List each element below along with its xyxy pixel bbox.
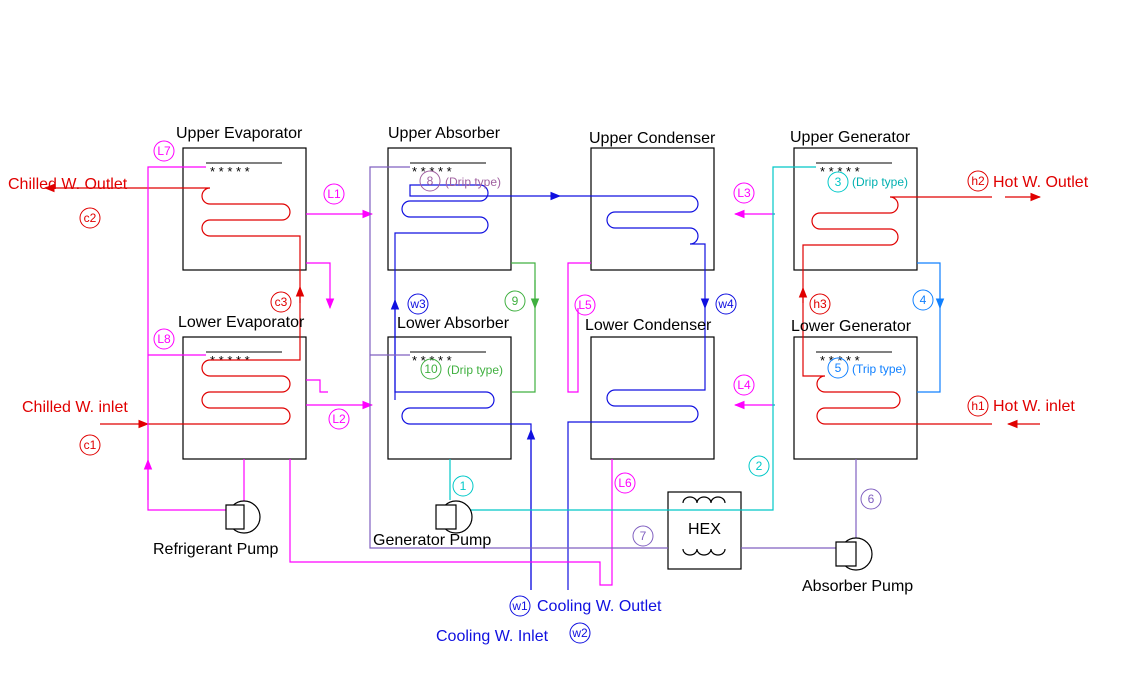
marker-w4: w4 [717,297,734,311]
marker-3: 3 [835,175,842,189]
marker-c1: c1 [84,438,97,452]
lower-absorber-box [387,336,512,460]
marker-w3: w3 [409,297,426,311]
marker-5: 5 [835,361,842,375]
marker-L3: L3 [737,186,751,200]
marker-h1: h1 [971,399,985,413]
refrigerant-pump-label: Refrigerant Pump [153,541,278,558]
marker-L1: L1 [327,187,341,201]
marker-c2: c2 [84,211,97,225]
upper-generator-drip-type: (Drip type) [852,175,908,189]
chilled-water-outlet-label: Chilled W. Outlet [8,176,128,193]
marker-9: 9 [512,294,519,308]
hot-water-outlet-label: Hot W. Outlet [993,174,1089,191]
upper-generator-label: Upper Generator [790,129,911,146]
hex-box [667,491,742,570]
upper-evaporator-coil [148,187,301,303]
upper-condenser-label: Upper Condenser [589,130,716,147]
lower-generator-coil [798,286,992,425]
marker-L5: L5 [578,298,592,312]
svg-text:* * * * *: * * * * * [820,353,860,368]
marker-8: 8 [427,174,434,188]
marker-10: 10 [424,362,438,376]
hex-label: HEX [688,521,721,538]
upper-absorber-coil [394,184,562,400]
lower-evaporator-coil [148,285,305,425]
lower-evaporator-box [182,336,307,460]
marker-L2: L2 [332,412,346,426]
solution-line-cyan [449,166,816,511]
marker-L6: L6 [618,476,632,490]
marker-c3: c3 [275,295,288,309]
refrigerant-pump [225,500,261,534]
marker-6: 6 [868,492,875,506]
lower-absorber-label: Lower Absorber [397,315,510,332]
refrigerant-lines [143,166,775,586]
upper-condenser-coil [560,195,710,310]
marker-w2: w2 [571,626,588,640]
upper-evaporator-label: Upper Evaporator [176,125,303,142]
marker-w1: w1 [511,599,528,613]
upper-generator-coil [802,196,992,303]
hot-water-inlet-label: Hot W. inlet [993,398,1075,415]
lower-generator-label: Lower Generator [791,318,912,335]
marker-L7: L7 [157,144,171,158]
chilled-water-inlet-label: Chilled W. inlet [22,399,128,416]
lower-generator-drip-type: (Trip type) [852,362,906,376]
upper-absorber-drip-type: (Drip type) [445,175,501,189]
lower-condenser-coil [567,308,706,590]
marker-L4: L4 [737,378,751,392]
marker-h3: h3 [813,297,827,311]
lower-condenser-box [590,336,715,460]
marker-2: 2 [756,459,763,473]
solution-line-lightblue [917,262,941,393]
upper-condenser-box [590,147,715,271]
svg-text:* * * * *: * * * * * [820,164,860,179]
lower-evaporator-label: Lower Evaporator [178,314,305,331]
lower-absorber-drip-type: (Drip type) [447,363,503,377]
generator-pump-label: Generator Pump [373,532,491,549]
hex-coil-bottom [682,548,726,556]
marker-L8: L8 [157,332,171,346]
lower-condenser-label: Lower Condenser [585,317,712,334]
solution-line-green [511,262,536,393]
absorber-pump [835,537,873,571]
marker-h2: h2 [971,174,985,188]
marker-7: 7 [640,529,647,543]
spray-headers [206,162,892,353]
upper-evaporator-box [182,147,307,271]
svg-text:* * * * *: * * * * * [210,164,250,179]
generator-pump [435,500,473,534]
upper-absorber-label: Upper Absorber [388,125,501,142]
marker-1: 1 [460,479,467,493]
hex-coil-top [682,496,726,504]
absorber-pump-label: Absorber Pump [802,578,913,595]
cooling-water-outlet-label: Cooling W. Outlet [537,598,662,615]
cooling-water-inlet-label: Cooling W. Inlet [436,628,549,645]
solution-line-purple [369,166,857,549]
stream-markers: c2 c1 c3 h2 h1 h3 w1 w2 w3 w4 L7 L1 L8 L… [79,140,989,644]
lower-absorber-coil [390,298,532,590]
upper-absorber-box [387,147,512,271]
marker-4: 4 [920,293,927,307]
